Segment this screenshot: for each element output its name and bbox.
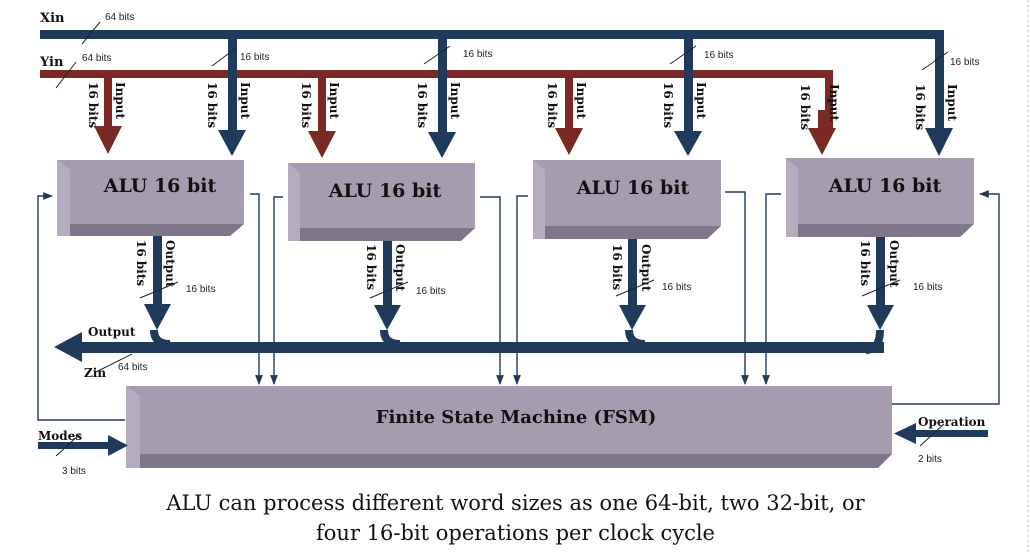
alu-4-title: ALU 16 bit bbox=[828, 175, 942, 197]
fsm-title: Finite State Machine (FSM) bbox=[376, 407, 657, 428]
operation-label: Operation bbox=[918, 415, 986, 429]
operation-slash bbox=[919, 423, 945, 447]
output-bus-slash bbox=[95, 353, 133, 373]
alu-3-bus-slash bbox=[669, 45, 697, 65]
output-bus-bits: 64 bits bbox=[118, 362, 147, 373]
fsm-block bbox=[126, 386, 892, 468]
alu-3-out-label: Output bbox=[639, 244, 653, 292]
alu-unit-4 bbox=[786, 110, 974, 237]
yin-bits-slash bbox=[55, 61, 77, 89]
alu-1-out-bits: 16 bits bbox=[134, 240, 148, 286]
alu-4-out-bits: 16 bits bbox=[858, 240, 872, 286]
alu-3-out-slash bbox=[615, 279, 655, 297]
alu-1-red-input: Input bbox=[113, 82, 127, 119]
alu-1-blue-input: Input bbox=[238, 82, 252, 119]
yin-bits: 64 bits bbox=[82, 53, 111, 64]
alu-2-title: ALU 16 bit bbox=[328, 180, 442, 202]
operation-bits: 2 bits bbox=[918, 454, 942, 465]
alu-2-red-bits: 16 bits bbox=[299, 82, 313, 128]
alu-2-bus-slash bbox=[423, 45, 451, 65]
alu-2-out-bits-small: 16 bits bbox=[416, 286, 445, 297]
xin-bus bbox=[40, 30, 944, 130]
alu-4-blue-bits: 16 bits bbox=[913, 84, 927, 130]
alu-1-bus-slash bbox=[211, 47, 237, 67]
alu-4-bus-slash bbox=[921, 51, 949, 71]
alu-unit-3 bbox=[533, 39, 721, 239]
alu-1-out-label: Output bbox=[163, 240, 177, 288]
modes-label: Modes bbox=[38, 429, 82, 443]
yin-label: Yin bbox=[39, 55, 64, 70]
operation-input bbox=[894, 423, 988, 444]
alu-4-red-input: Input bbox=[827, 84, 841, 121]
alu-3-blue-bits: 16 bits bbox=[661, 82, 675, 128]
control-lines bbox=[37, 190, 1000, 421]
alu-2-blue-input: Input bbox=[448, 82, 462, 119]
alu-3-blue-input: Input bbox=[694, 82, 708, 119]
modes-input bbox=[38, 435, 128, 456]
xin-bits: 64 bits bbox=[105, 12, 134, 23]
alu-outputs bbox=[144, 236, 894, 330]
alu-4-red-bits: 16 bits bbox=[798, 84, 812, 130]
alu-4-out-label: Output bbox=[887, 240, 901, 288]
alu-1-title: ALU 16 bit bbox=[103, 175, 217, 197]
modes-slash bbox=[55, 433, 81, 457]
alu-2-out-slash bbox=[369, 281, 409, 299]
alu-1-red-bits: 16 bits bbox=[86, 82, 100, 128]
alu-1-out-bits-small: 16 bits bbox=[186, 284, 215, 295]
alu-4-out-slash bbox=[861, 279, 901, 297]
xin-bits-slash bbox=[81, 21, 101, 45]
alu-1-bus-bits: 16 bits bbox=[240, 52, 269, 63]
caption-line-1: ALU can process different word sizes as … bbox=[166, 491, 865, 515]
alu-4-blue-input: Input bbox=[945, 84, 959, 121]
alu-3-out-bits: 16 bits bbox=[610, 244, 624, 290]
modes-bits: 3 bits bbox=[62, 466, 86, 477]
alu-2-red-input: Input bbox=[327, 82, 341, 119]
alu-3-title: ALU 16 bit bbox=[576, 177, 690, 199]
alu-4-out-bits-small: 16 bits bbox=[913, 282, 942, 293]
xin-label: Xin bbox=[40, 11, 65, 26]
alu-1-out-slash bbox=[139, 281, 179, 299]
caption-line-2: four 16-bit operations per clock cycle bbox=[316, 521, 715, 545]
alu-4-bus-bits: 16 bits bbox=[950, 57, 979, 68]
alu-3-out-bits-small: 16 bits bbox=[662, 282, 691, 293]
alu-2-out-label: Output bbox=[393, 244, 407, 292]
output-bus bbox=[54, 329, 884, 362]
output-bus-label: Output bbox=[88, 325, 136, 339]
yin-bus bbox=[40, 70, 833, 130]
alu-3-red-input: Input bbox=[574, 82, 588, 119]
alu-2-blue-bits: 16 bits bbox=[415, 82, 429, 128]
alu-2-bus-bits: 16 bits bbox=[463, 49, 492, 60]
alu-unit-2 bbox=[288, 39, 475, 241]
alu-3-red-bits: 16 bits bbox=[545, 82, 559, 128]
alu-unit-1 bbox=[57, 39, 246, 236]
alu-3-bus-bits: 16 bits bbox=[704, 50, 733, 61]
alu-2-out-bits: 16 bits bbox=[364, 244, 378, 290]
alu-1-blue-bits: 16 bits bbox=[205, 82, 219, 128]
